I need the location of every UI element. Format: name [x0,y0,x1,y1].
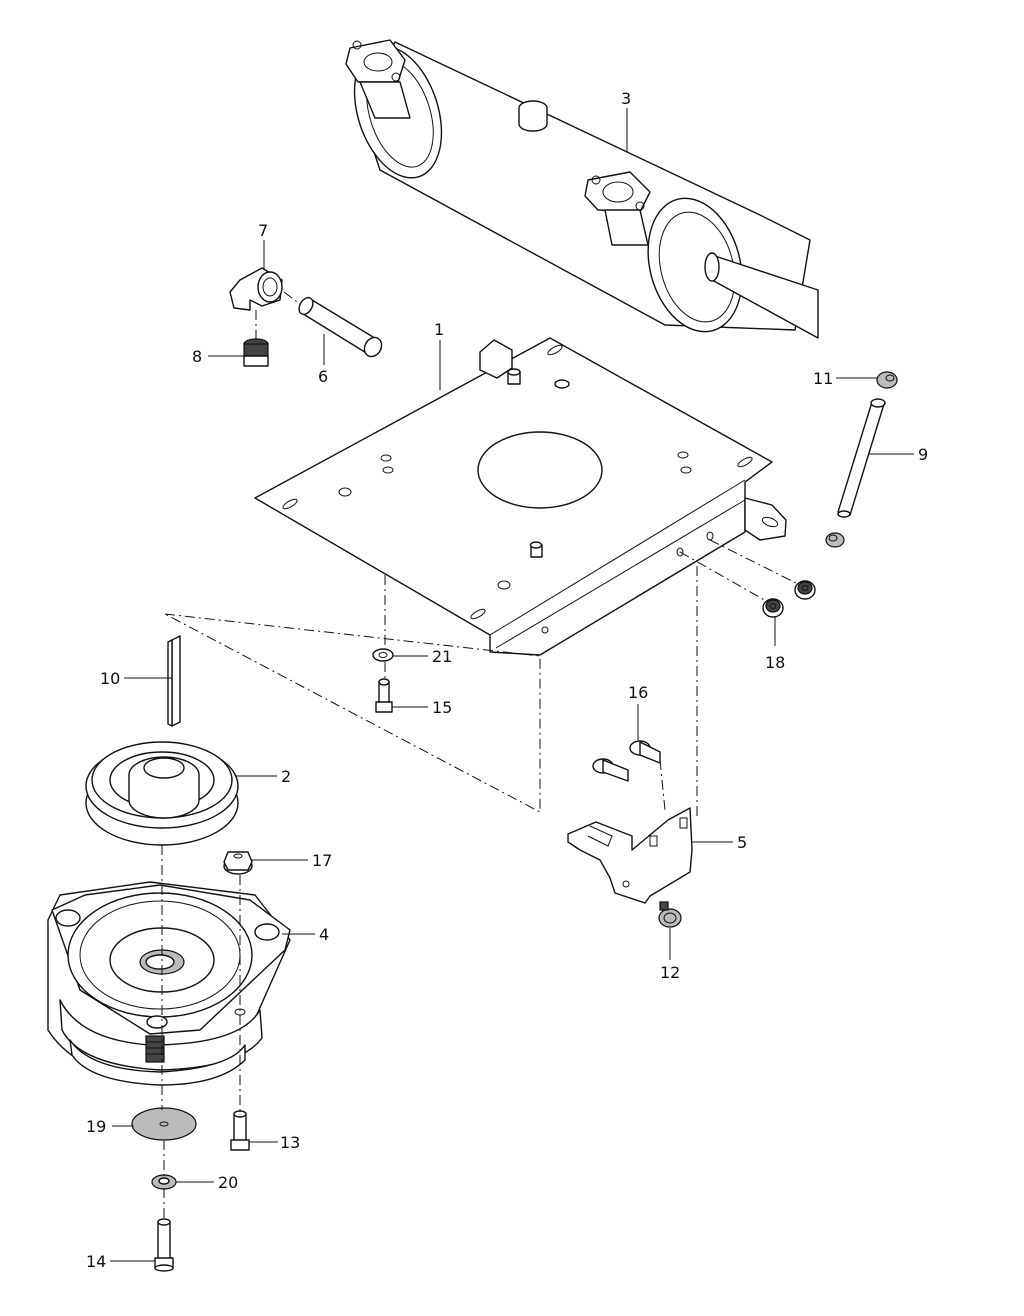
callout-14: 14 [86,1252,155,1271]
svg-text:10: 10 [100,669,120,688]
svg-text:17: 17 [312,851,332,870]
svg-text:8: 8 [192,347,202,366]
carriage-bolt-16a-part [629,740,661,764]
callout-2: 2 [235,767,291,786]
callout-6: 6 [318,334,328,386]
callout-19: 19 [86,1117,134,1136]
callout-9: 9 [868,445,928,464]
svg-text:13: 13 [280,1133,300,1152]
callout-7: 7 [258,221,268,270]
callout-12: 12 [660,928,680,982]
svg-text:11: 11 [813,369,833,388]
svg-text:6: 6 [318,367,328,386]
bolt-15-part [375,678,393,713]
callout-18: 18 [765,617,785,672]
ball-joint-top-part [876,371,898,389]
callout-1: 1 [434,320,444,390]
callout-3: 3 [621,89,631,152]
svg-text:18: 18 [765,653,785,672]
callout-16: 16 [628,683,648,740]
svg-text:21: 21 [432,647,452,666]
svg-text:1: 1 [434,320,444,339]
callout-8: 8 [192,347,244,366]
callout-15: 15 [392,698,452,717]
electric-clutch-part [47,881,291,1086]
bolt-13-part [230,1110,250,1151]
svg-text:19: 19 [86,1117,106,1136]
flange-nut-part-b [762,598,784,618]
svg-text:3: 3 [621,89,631,108]
flange-nut-part-a [794,580,816,600]
callout-17: 17 [252,851,332,870]
callout-21: 21 [393,647,452,666]
pulley-part [85,741,239,846]
tie-rod-part [837,398,886,518]
svg-text:14: 14 [86,1252,106,1271]
shaft-key-part [167,635,181,727]
svg-text:4: 4 [319,925,329,944]
hose-clamp-part [658,901,682,928]
callout-20: 20 [176,1173,238,1192]
svg-text:16: 16 [628,683,648,702]
muffler-part [345,39,819,339]
svg-text:7: 7 [258,221,268,240]
bracket-part [567,807,693,904]
svg-text:9: 9 [918,445,928,464]
pipe-plug-part [243,338,269,367]
svg-text:15: 15 [432,698,452,717]
pipe-nipple-part [298,296,383,358]
callout-11: 11 [813,369,878,388]
ball-joint-bottom-part [825,532,845,548]
carriage-bolt-16b-part [592,758,629,782]
callout-10: 10 [100,669,172,688]
mounting-plate-part [254,337,787,656]
callout-4: 4 [282,925,329,944]
svg-text:20: 20 [218,1173,238,1192]
lock-washer-part [151,1174,177,1190]
large-washer-part [131,1107,197,1141]
callout-5: 5 [692,833,747,852]
svg-text:5: 5 [737,833,747,852]
callout-13: 13 [249,1133,300,1152]
washer-21-part [372,648,394,662]
bolt-14-part [154,1218,174,1272]
svg-text:12: 12 [660,963,680,982]
svg-text:2: 2 [281,767,291,786]
flange-nut-17-part [223,851,253,875]
elbow-fitting-part [229,267,283,311]
